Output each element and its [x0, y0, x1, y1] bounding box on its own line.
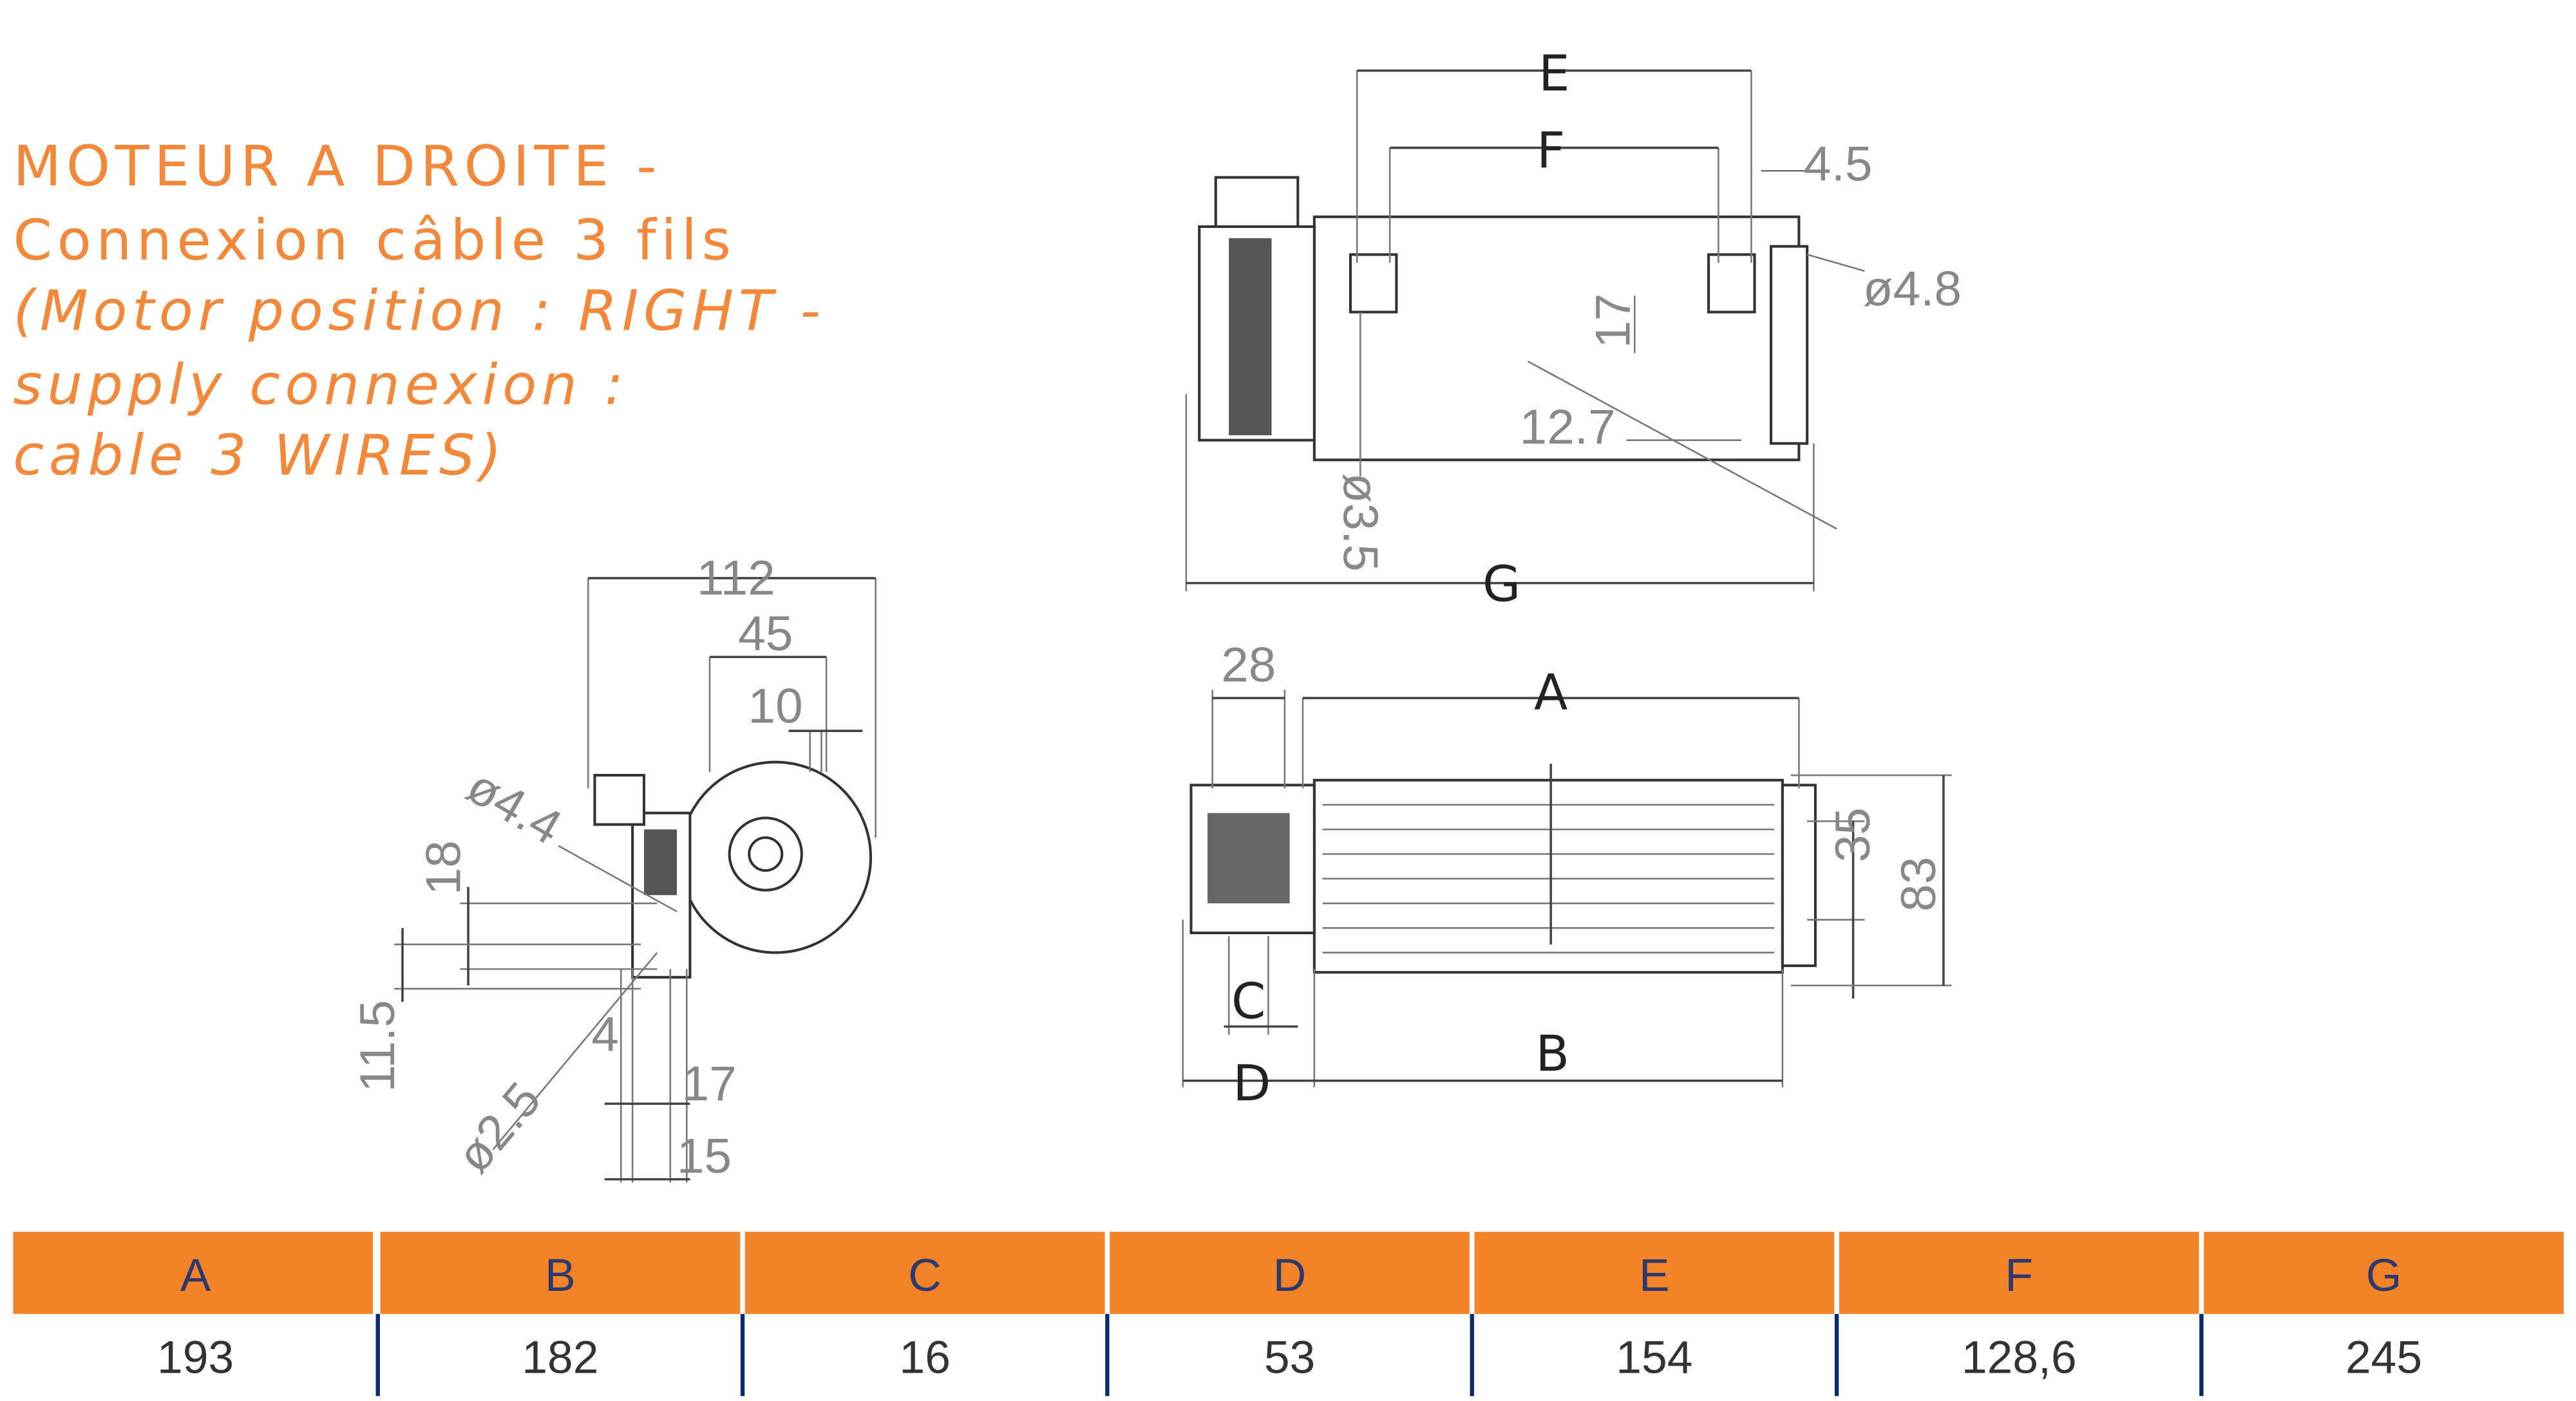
front-end-bearing	[1781, 784, 1817, 968]
table-header-c: C	[908, 1250, 942, 1301]
table-header-cell	[1839, 1232, 2199, 1314]
table-header-cell	[1474, 1232, 1835, 1314]
table-value-d: 53	[1264, 1332, 1315, 1384]
table-header-cell	[1110, 1232, 1470, 1314]
dim-4-5: 4.5	[1804, 137, 1872, 192]
title-line-2: Connexion câble 3 fils	[13, 208, 735, 273]
dim-C: C	[1231, 973, 1265, 1031]
title-block: MOTEUR A DROITE - Connexion câble 3 fils…	[13, 134, 825, 488]
motor-winding	[1229, 238, 1272, 436]
dim-dia-3-5: ø3.5	[1333, 473, 1388, 572]
title-line-4: supply connexion :	[13, 353, 628, 418]
impeller-cylinder	[1312, 778, 1784, 974]
dim-dia-2-5: ø2.5	[446, 1073, 552, 1183]
table-header-cell	[2204, 1232, 2564, 1314]
dim-35: 35	[1826, 807, 1880, 862]
table-value-g: 245	[2345, 1332, 2422, 1384]
side-cable-gland	[593, 774, 646, 826]
side-view: 112 45 10 ø4.4 18 11.5 4 17 15 ø2.5	[350, 550, 876, 1183]
dim-12-7: 12.7	[1520, 400, 1616, 455]
top-view: E F G 4.5 ø4.8 17 12.7 ø3.5	[1185, 45, 1962, 614]
dim-17: 17	[682, 1057, 737, 1111]
table-value-e: 154	[1616, 1332, 1692, 1384]
dim-E: E	[1539, 45, 1569, 102]
dim-45: 45	[738, 606, 793, 661]
dim-dia-4-8: ø4.8	[1863, 261, 1962, 316]
table-header-cell	[380, 1232, 741, 1314]
mount-bracket-right	[1707, 253, 1756, 314]
dim-10: 10	[748, 679, 803, 733]
table-header-b: B	[545, 1250, 576, 1301]
dimensions-table: A 193 B 182 C 16 D 53 E 154 F 128,6 G 245	[13, 1232, 2564, 1396]
dim-83: 83	[1891, 857, 1946, 912]
mount-bracket-left	[1349, 253, 1398, 314]
dim-17: 17	[1586, 294, 1641, 348]
table-header-d: D	[1273, 1250, 1307, 1301]
dim-F: F	[1537, 122, 1565, 180]
table-header-cell	[744, 1232, 1105, 1314]
table-header-f: F	[2005, 1250, 2033, 1301]
dim-D: D	[1233, 1055, 1271, 1113]
dim-B: B	[1535, 1026, 1569, 1083]
dim-G: G	[1482, 556, 1520, 614]
table-header-cell	[13, 1232, 374, 1314]
dim-28: 28	[1221, 638, 1276, 693]
front-view: 28 A 35 83 C D B	[1182, 638, 1952, 1113]
dim-4: 4	[591, 1008, 619, 1062]
impeller-blades	[1322, 804, 1775, 954]
dim-15: 15	[677, 1129, 732, 1183]
dim-A: A	[1534, 664, 1567, 722]
table-header-e: E	[1639, 1250, 1670, 1301]
title-line-5: cable 3 WIRES)	[13, 423, 506, 488]
dim-dia-4-4: ø4.4	[458, 758, 571, 855]
table-header-a: A	[180, 1250, 211, 1301]
title-line-1: MOTEUR A DROITE -	[13, 134, 661, 199]
dim-11-5: 11.5	[350, 1000, 405, 1092]
dim-18: 18	[416, 840, 471, 895]
table-value-c: 16	[900, 1332, 951, 1384]
table-value-a: 193	[157, 1332, 234, 1384]
table-value-b: 182	[522, 1332, 598, 1384]
table-header-g: G	[2366, 1250, 2402, 1301]
dim-112: 112	[697, 550, 775, 605]
title-line-3: (Motor position : RIGHT -	[13, 279, 825, 344]
table-value-f: 128,6	[1962, 1332, 2077, 1384]
end-bearing	[1769, 245, 1809, 445]
motor-cap	[1214, 176, 1300, 229]
